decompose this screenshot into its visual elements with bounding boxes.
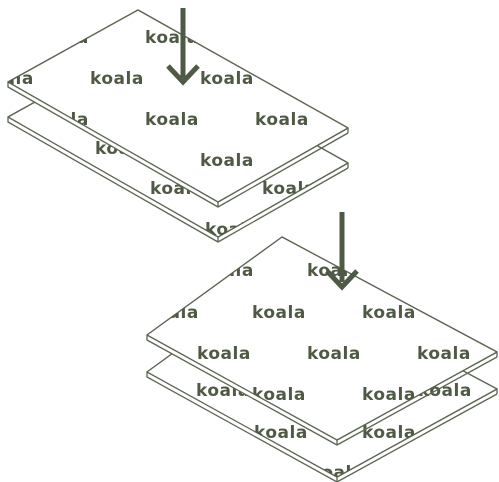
brand-logo-text: koala [362,385,416,405]
brand-logo-text: koala [255,110,309,130]
brand-logo-text: koala [362,303,416,323]
brand-logo-text: koala [307,344,361,364]
brand-logo-text: koala [262,179,316,199]
brand-logo-text: koala [254,423,308,443]
brand-logo-text: koala [145,28,199,48]
brand-logo-text: koala [200,69,254,89]
brand-logo-text: koala [145,303,199,323]
brand-logo-text: koala [252,385,306,405]
down-arrow-icon [166,8,200,86]
brand-logo-text: koala [252,303,306,323]
lower-stack-top-sheet: koala koala koala koala koala koala koal… [145,236,498,446]
brand-logo-text: koala [145,110,199,130]
brand-logo-text: koala [0,69,34,89]
upper-stack: koala koala koala koala koala koala koal… [0,8,349,243]
brand-logo-text: koala [200,151,254,171]
brand-logo-text: koala [35,28,89,48]
brand-logo-text: koala [362,423,416,443]
brand-logo-text: koala [90,69,144,89]
lower-top-pattern: koala koala koala koala koala koala koal… [145,261,471,405]
down-arrow-icon [325,212,359,291]
lower-stack: koala koala koala koala koala koala koal… [145,212,498,482]
brand-logo-text: koala [417,344,471,364]
brand-logo-text: koala [197,344,251,364]
brand-logo-text: koala [200,261,254,281]
